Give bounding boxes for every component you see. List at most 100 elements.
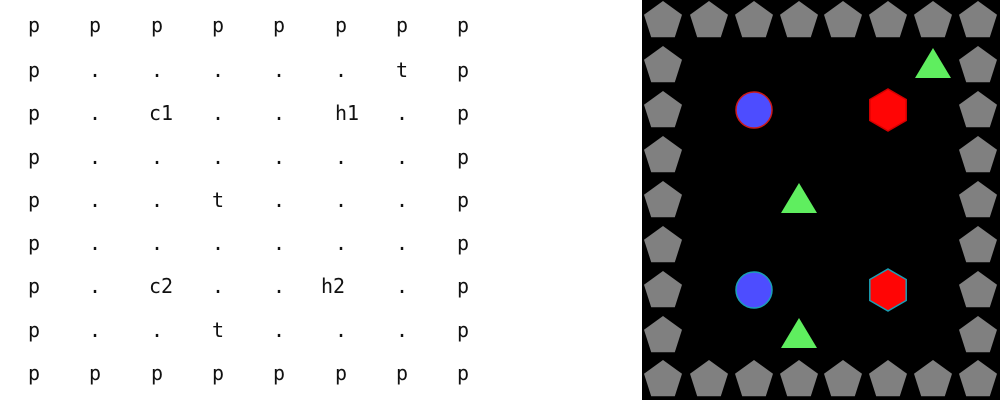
grid-cell-r0-c4: p	[273, 13, 286, 37]
grid-cell-r1-c5: .	[335, 58, 348, 82]
grid-cell-r0-c6: p	[396, 13, 409, 37]
triangle-icon	[781, 318, 817, 348]
game-board	[642, 0, 1000, 400]
grid-cell-r2-c6: .	[396, 101, 409, 125]
pentagon-wall-icon	[959, 136, 997, 173]
pentagon-wall-icon	[644, 226, 682, 263]
grid-cell-r0-c7: p	[457, 13, 470, 37]
circle-c1-icon	[735, 91, 773, 129]
grid-cell-r6-c4: .	[273, 274, 286, 298]
pentagon-wall-icon	[959, 181, 997, 218]
pentagon-wall-icon	[959, 91, 997, 128]
pentagon-wall-icon	[869, 1, 907, 38]
grid-cell-r7-c7: p	[457, 318, 470, 342]
grid-cell-r0-c3: p	[212, 13, 225, 37]
grid-cell-r6-c1: .	[89, 274, 102, 298]
grid-cell-r2-c7: p	[457, 101, 470, 125]
grid-cell-r2-c0: p	[28, 101, 41, 125]
grid-cell-r0-c2: p	[151, 13, 164, 37]
grid-cell-r3-c4: .	[273, 145, 286, 169]
grid-cell-r4-c1: .	[89, 188, 102, 212]
pentagon-wall-icon	[644, 360, 682, 397]
grid-cell-r2-c1: .	[89, 101, 102, 125]
grid-cell-r1-c6: t	[396, 58, 409, 82]
pentagon-wall-icon	[780, 360, 818, 397]
grid-cell-r3-c2: .	[151, 145, 164, 169]
grid-cell-r8-c6: p	[396, 361, 409, 385]
grid-cell-r3-c3: .	[212, 145, 225, 169]
pentagon-wall-icon	[644, 271, 682, 308]
grid-cell-r8-c3: p	[212, 361, 225, 385]
grid-cell-r3-c6: .	[396, 145, 409, 169]
pentagon-wall-icon	[959, 271, 997, 308]
pentagon-wall-icon	[959, 226, 997, 263]
circle-c2-icon	[735, 271, 773, 309]
grid-cell-r2-c2: c1	[149, 101, 174, 125]
pentagon-wall-icon	[735, 1, 773, 38]
board-background	[642, 0, 1000, 400]
grid-cell-r5-c4: .	[273, 231, 286, 255]
grid-cell-r5-c3: .	[212, 231, 225, 255]
grid-cell-r7-c6: .	[396, 318, 409, 342]
grid-cell-r4-c0: p	[28, 188, 41, 212]
grid-cell-r3-c5: .	[335, 145, 348, 169]
pentagon-wall-icon	[780, 1, 818, 38]
grid-cell-r0-c5: p	[335, 13, 348, 37]
grid-cell-r0-c0: p	[28, 13, 41, 37]
grid-cell-r5-c1: .	[89, 231, 102, 255]
grid-cell-r8-c5: p	[335, 361, 348, 385]
grid-cell-r5-c7: p	[457, 231, 470, 255]
grid-cell-r1-c3: .	[212, 58, 225, 82]
triangle-icon	[781, 183, 817, 213]
hexagon-h1-icon	[869, 88, 907, 132]
grid-cell-r6-c5: h2	[321, 274, 346, 298]
grid-cell-r6-c7: p	[457, 274, 470, 298]
grid-cell-r8-c4: p	[273, 361, 286, 385]
grid-cell-r6-c6: .	[396, 274, 409, 298]
pentagon-wall-icon	[644, 46, 682, 83]
grid-cell-r2-c4: .	[273, 101, 286, 125]
triangle-icon	[915, 48, 951, 78]
grid-cell-r6-c2: c2	[149, 274, 174, 298]
hexagon-h2-icon	[869, 268, 907, 312]
grid-cell-r5-c2: .	[151, 231, 164, 255]
grid-cell-r7-c1: .	[89, 318, 102, 342]
grid-cell-r8-c0: p	[28, 361, 41, 385]
grid-cell-r8-c7: p	[457, 361, 470, 385]
grid-cell-r5-c0: p	[28, 231, 41, 255]
grid-cell-r0-c1: p	[89, 13, 102, 37]
grid-cell-r1-c1: .	[89, 58, 102, 82]
grid-cell-r4-c7: p	[457, 188, 470, 212]
grid-cell-r7-c0: p	[28, 318, 41, 342]
pentagon-wall-icon	[735, 360, 773, 397]
grid-cell-r4-c6: .	[396, 188, 409, 212]
grid-cell-r2-c3: .	[212, 101, 225, 125]
pentagon-wall-icon	[959, 360, 997, 397]
pentagon-wall-icon	[644, 1, 682, 38]
grid-cell-r1-c2: .	[151, 58, 164, 82]
grid-cell-r8-c2: p	[151, 361, 164, 385]
pentagon-wall-icon	[959, 316, 997, 353]
grid-cell-r6-c0: p	[28, 274, 41, 298]
pentagon-wall-icon	[644, 181, 682, 218]
pentagon-wall-icon	[644, 136, 682, 173]
pentagon-wall-icon	[959, 1, 997, 38]
grid-cell-r2-c5: h1	[335, 101, 360, 125]
grid-cell-r6-c3: .	[212, 274, 225, 298]
grid-cell-r8-c1: p	[89, 361, 102, 385]
grid-cell-r7-c2: .	[151, 318, 164, 342]
grid-cell-r3-c7: p	[457, 145, 470, 169]
grid-cell-r4-c3: t	[212, 188, 225, 212]
grid-cell-r1-c7: p	[457, 58, 470, 82]
grid-cell-r4-c2: .	[151, 188, 164, 212]
pentagon-wall-icon	[824, 360, 862, 397]
grid-cell-r3-c0: p	[28, 145, 41, 169]
grid-cell-r5-c5: .	[335, 231, 348, 255]
pentagon-wall-icon	[824, 1, 862, 38]
grid-cell-r7-c5: .	[335, 318, 348, 342]
pentagon-wall-icon	[690, 1, 728, 38]
grid-cell-r5-c6: .	[396, 231, 409, 255]
grid-cell-r7-c3: t	[212, 318, 225, 342]
grid-cell-r3-c1: .	[89, 145, 102, 169]
